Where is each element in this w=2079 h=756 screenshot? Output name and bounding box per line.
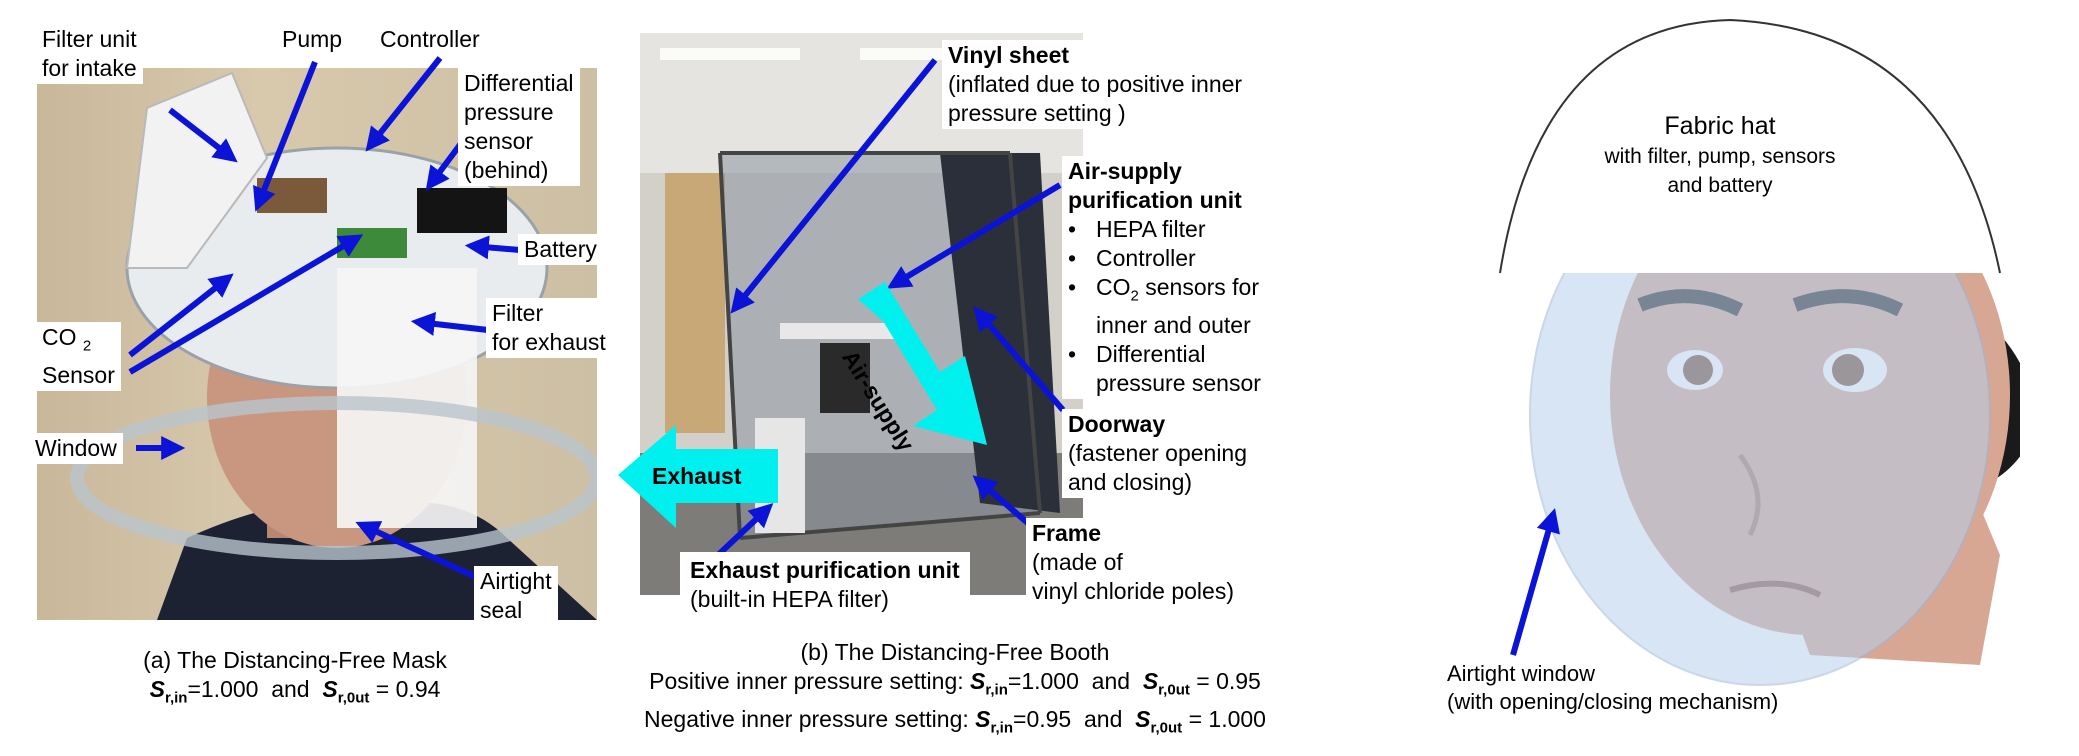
arrow-filter-exhaust [410,311,489,336]
label-diff-pressure-sensor: Differential pressure sensor (behind) [458,68,580,186]
booth-photo [640,33,1083,595]
label-controller: Controller [374,24,486,55]
exhaust-flow-arrow [618,425,778,528]
arrow-filter-intake [168,107,238,163]
label-battery: Battery [518,234,603,265]
label-vinyl-sheet: Vinyl sheet (inflated due to positive in… [942,40,1249,129]
label-air-supply-unit: Air-supply purification unit HEPA filter… [1062,156,1267,399]
label-fabric-hat: Fabric hat with filter, pump, sensors an… [1604,112,1836,197]
arrow-co2-2 [128,234,364,375]
air-supply-flow-arrow [858,282,987,445]
arrow-vinyl-sheet [730,58,938,314]
label-filter-exhaust: Filter for exhaust [486,298,612,358]
arrow-pump [253,60,318,212]
hat-illustration [1499,18,2020,686]
label-airtight-window: Airtight window (with opening/closing me… [1447,661,1779,714]
label-window: Window [29,433,123,464]
arrow-frame [972,475,1032,528]
arrow-exhaust-unit [715,503,774,558]
label-airtight-seal: Airtight seal [474,566,558,626]
caption-booth: (b) The Distancing-Free Booth Positive i… [644,639,1266,737]
label-exhaust-unit: Exhaust purification unit (built-in HEPA… [680,552,970,618]
label-pump: Pump [276,24,349,55]
caption-mask: (a) The Distancing-Free Mask Sr,in=1.000… [143,647,447,707]
arrow-air-supply-unit [886,182,1062,289]
label-frame: Frame (made of vinyl chloride poles) [1026,518,1240,607]
arrow-airtight-seal [355,521,480,581]
label-filter-intake: Filter unit for intake [36,24,143,84]
arrow-doorway [973,306,1066,412]
arrow-airtight-window [1510,508,1560,656]
exhaust-arrow-label: Exhaust [652,463,742,489]
arrow-battery [464,235,521,260]
arrow-controller [365,56,443,152]
label-doorway: Doorway (fastener opening and closing) [1062,409,1254,498]
label-co2-sensor: CO 2 Sensor [36,322,121,391]
arrow-co2-1 [128,273,234,358]
air-supply-unit-components: HEPA filter Controller CO2 sensors forin… [1068,215,1261,398]
